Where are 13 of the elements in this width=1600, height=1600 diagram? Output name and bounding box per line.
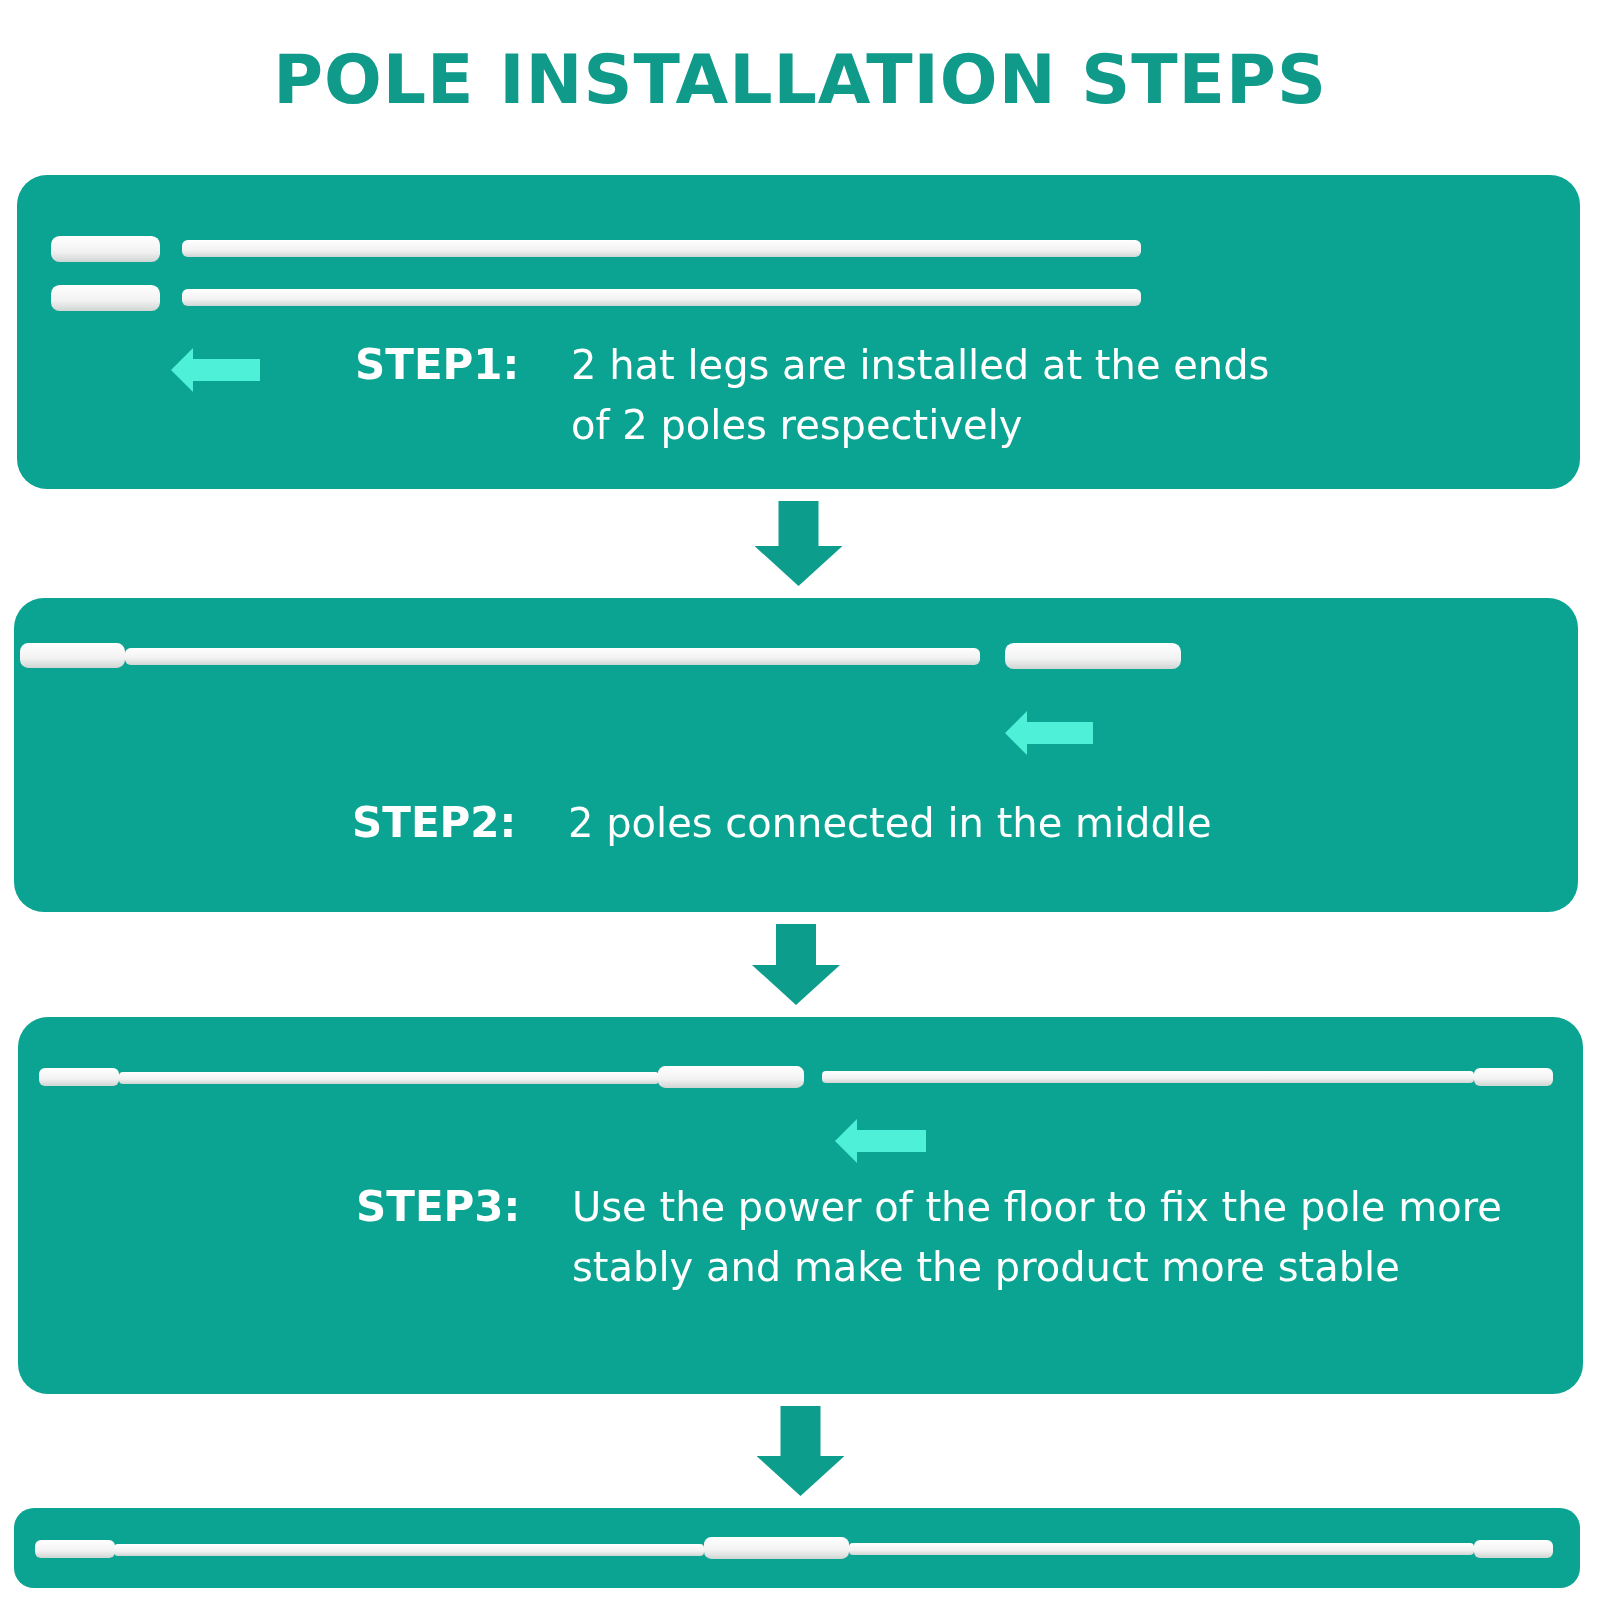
- arrow: [752, 924, 840, 1005]
- step-panel: [17, 175, 1580, 489]
- step-description: 2 poles connected in the middle: [568, 799, 1213, 848]
- step-panel: [14, 598, 1578, 912]
- arrow: [754, 501, 843, 586]
- step-label: STEP2:: [352, 797, 518, 849]
- step-label: STEP3:: [356, 1181, 522, 1233]
- step-panel: [18, 1017, 1583, 1394]
- title: POLE INSTALLATION STEPS: [273, 40, 1327, 119]
- step-description: Use the power of the floor to fix the pole more stably and make the product more stable: [572, 1183, 1503, 1292]
- step-label: STEP1:: [355, 339, 521, 391]
- arrow: [756, 1406, 845, 1496]
- step-description: 2 hat legs are installed at the ends of 2 poles respectively: [571, 341, 1271, 450]
